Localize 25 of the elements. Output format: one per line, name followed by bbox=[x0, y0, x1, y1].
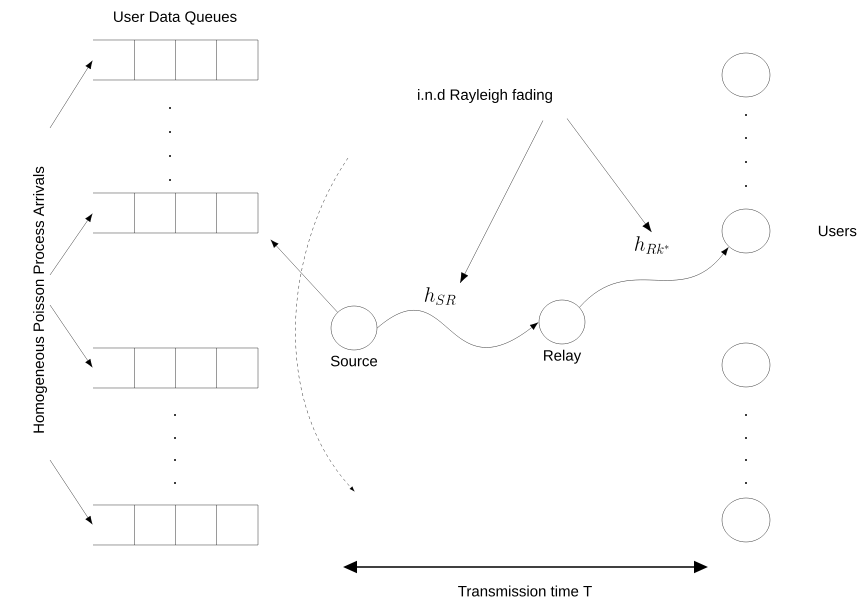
arrow bbox=[270, 240, 338, 312]
group-label: Users bbox=[818, 226, 856, 236]
user-circle bbox=[722, 52, 770, 98]
arrow bbox=[50, 460, 93, 524]
annotation: i.n.d Rayleigh fading bbox=[418, 89, 552, 103]
user-circle bbox=[722, 498, 770, 542]
dimension-label: Transmission time T bbox=[458, 585, 592, 596]
channel-label: $h_{Rk^*}$ bbox=[634, 236, 669, 254]
arrow bbox=[460, 120, 544, 284]
arrow bbox=[566, 118, 652, 232]
node-label: Source bbox=[330, 356, 378, 366]
node-label: Relay bbox=[544, 350, 582, 364]
arrow bbox=[50, 214, 93, 276]
queue bbox=[92, 348, 258, 388]
user-circle bbox=[722, 342, 770, 388]
arrow bbox=[377, 310, 538, 348]
heading: User Data Queues bbox=[114, 11, 237, 25]
queue bbox=[92, 192, 258, 234]
arrow bbox=[50, 60, 93, 128]
queue bbox=[92, 40, 258, 80]
arrow bbox=[50, 304, 93, 368]
channel-label: $h_{SR}$ bbox=[424, 287, 456, 306]
arrow bbox=[579, 247, 729, 308]
queue bbox=[92, 504, 258, 546]
side-label: Homogeneous Poisson Process Arrivals bbox=[33, 166, 47, 433]
